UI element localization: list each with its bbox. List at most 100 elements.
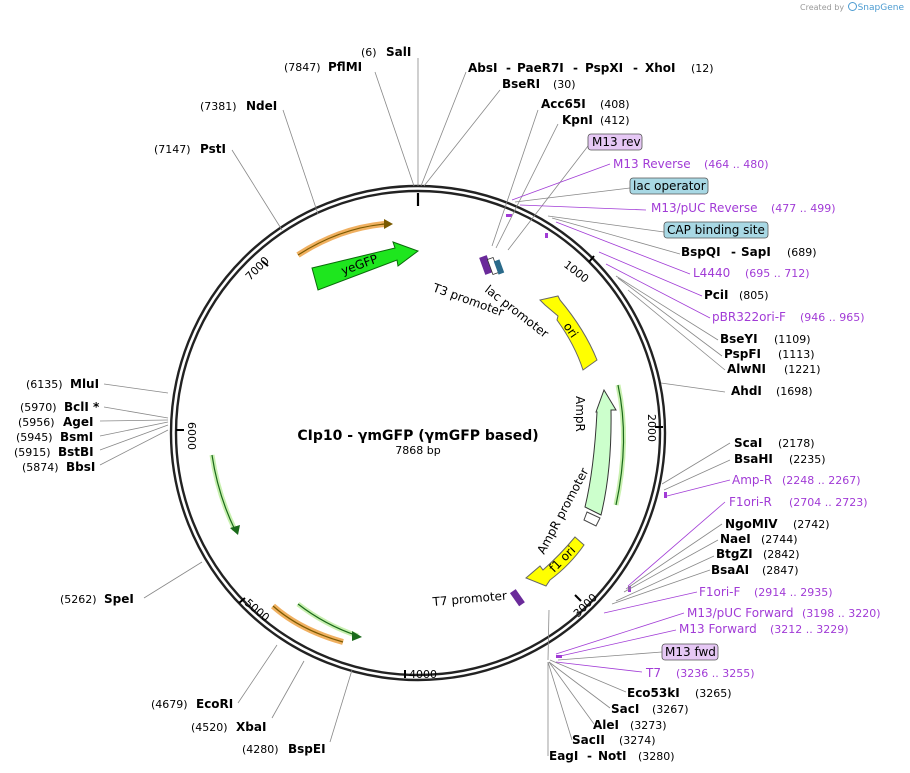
leader-xbai: [271, 660, 305, 719]
xbai-pos: (4520): [191, 721, 228, 734]
alwni-name: AlwNI: [727, 362, 766, 376]
spei-name: SpeI: [104, 592, 134, 606]
leader-mlui: [103, 383, 169, 394]
leader-acc65i: [491, 109, 539, 247]
amp-r-pos: (2248 .. 2267): [782, 474, 861, 487]
ecori-pos: (4679): [151, 698, 188, 711]
l4440-name: L4440: [693, 266, 730, 280]
f1ori-f-pos: (2914 .. 2935): [754, 586, 833, 599]
m13-forward-pos: (3212 .. 3229): [770, 623, 849, 636]
t7-pos: (3236 .. 3255): [676, 667, 755, 680]
brand-name: SnapGene: [857, 3, 904, 13]
tick-label-6000: 6000: [185, 422, 198, 450]
pspxi-sep: -: [633, 61, 638, 75]
leader-bsmi: [99, 421, 169, 437]
f1ori-r-name: F1ori-R: [729, 495, 772, 509]
acc65i-name: Acc65I: [541, 97, 586, 111]
btgzi-pos: (2842): [763, 548, 800, 561]
f1ori-f-name: F1ori-F: [699, 585, 740, 599]
leader-t7-connector: [547, 609, 550, 661]
eco53ki-name: Eco53kI: [627, 686, 680, 700]
agei-name: AgeI: [63, 415, 93, 429]
leader-spei: [143, 561, 203, 599]
m13-forward-name: M13 Forward: [679, 622, 757, 636]
bbsi-pos: (5874): [22, 461, 59, 474]
btgzi-name: BtgZI: [716, 547, 753, 561]
leader-bspqi: [551, 217, 681, 255]
sapi-pos: (689): [787, 246, 817, 259]
leader-m13fwd-badge: [557, 651, 663, 661]
leader-bsahi: [663, 459, 731, 491]
orange-feature-top-arrowhead: [384, 219, 393, 229]
lac-cluster: [479, 255, 505, 276]
bsahi-pos: (2235): [789, 453, 826, 466]
leader-alwni: [627, 289, 726, 371]
noti-name: NotI: [598, 749, 627, 763]
leader-scai: [661, 442, 731, 485]
pspfi-pos: (1113): [778, 348, 815, 361]
leader-sacii: [547, 661, 573, 741]
spei-pos: (5262): [60, 593, 97, 606]
cds-bottom-arrowhead: [352, 631, 362, 641]
badge-cap-binding-label: CAP binding site: [667, 223, 765, 237]
leader-bspei: [329, 669, 353, 743]
bsaai-name: BsaAI: [711, 563, 749, 577]
m13puc-forward-name: M13/pUC Forward: [687, 606, 794, 620]
bsmi-pos: (5945): [16, 431, 53, 444]
noti-pos: (3280): [638, 750, 675, 763]
plasmid-name: CIp10 - γmGFP (γmGFP based): [297, 428, 538, 444]
tick-5000: [238, 597, 246, 604]
cds-left-line: [211, 454, 236, 531]
leader-pbr322ori-f: [605, 263, 711, 319]
mlui-name: MluI: [70, 377, 99, 391]
leader-f1ori-r: [627, 501, 726, 587]
xhoi-name: XhoI: [645, 61, 676, 75]
tick-label-7000: 7000: [243, 254, 272, 283]
leader-bseri: [423, 89, 501, 187]
bspei-name: BspEI: [288, 742, 326, 756]
snapgene-logo-icon: [847, 2, 857, 11]
agei-pos: (5956): [18, 416, 55, 429]
badge-cap-binding: [663, 221, 769, 239]
xhoi-pos: (12): [691, 62, 714, 75]
pspxi-name: PspXI: [585, 61, 623, 75]
ampr-arrow: [584, 388, 617, 516]
absi-sep: -: [506, 61, 511, 75]
leader-bstbi: [99, 424, 169, 451]
bseyi-name: BseYI: [720, 332, 758, 346]
ahdi-pos: (1698): [776, 385, 813, 398]
t3-promoter-mark: [479, 255, 493, 275]
xbai-name: XbaI: [236, 720, 266, 734]
bstbi-name: BstBI: [58, 445, 94, 459]
leader-m13puc-reverse: [519, 204, 647, 211]
eagi-name: EagI: [549, 749, 578, 763]
credit-text: Created by: [800, 3, 845, 12]
leader-ahdi: [660, 382, 726, 393]
tick-3000: [574, 594, 582, 602]
badge-lac-operator-label: lac operator: [633, 179, 706, 193]
naei-name: NaeI: [720, 532, 751, 546]
bcli-pos: (5970): [20, 401, 57, 414]
orange-feature-top: [296, 221, 386, 258]
sacii-pos: (3274): [619, 734, 656, 747]
sacii-name: SacII: [572, 733, 605, 747]
plasmid-size: 7868 bp: [395, 444, 440, 457]
leader-pspfi: [617, 277, 723, 357]
alei-pos: (3273): [630, 719, 667, 732]
pbr322ori-f-pos: (946 .. 965): [800, 311, 865, 324]
orange-feature-bottom-line: [272, 605, 344, 643]
f1-ori-arrow: [525, 536, 585, 587]
yegfp-arrow: [311, 241, 420, 291]
eco53ki-pos: (3265): [695, 687, 732, 700]
leader-f1ori-f: [603, 591, 698, 614]
ngomiv-pos: (2742): [793, 518, 830, 531]
tick-label-2000: 2000: [645, 414, 658, 442]
kpni-pos: (412): [600, 114, 630, 127]
leader-cap: [547, 215, 665, 233]
leader-lines: [99, 58, 731, 756]
scai-name: ScaI: [734, 436, 762, 450]
bseri-name: BseRI: [502, 77, 540, 91]
bspqi-name: BspQI: [681, 245, 721, 259]
psti-pos: (7147): [154, 143, 191, 156]
credit-bar: Created by SnapGene: [800, 2, 904, 13]
